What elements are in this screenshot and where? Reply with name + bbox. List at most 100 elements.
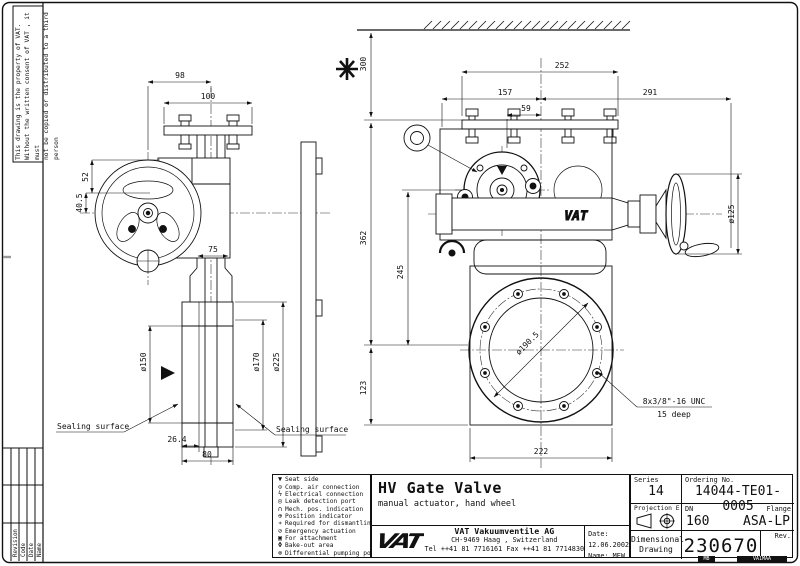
series-label: Series <box>634 476 659 484</box>
ring-callout <box>403 124 478 173</box>
date-row: Date: 12.06.2002 <box>588 529 629 551</box>
front-side-plate <box>300 141 323 457</box>
legend-item: ⊕Position indicator <box>275 511 370 520</box>
company-row: VAT VAT Vakuumventile AG CH-9469 Haag , … <box>372 525 629 560</box>
doc-number-cell: 230670 <box>682 531 761 559</box>
side-dimensions <box>364 32 742 462</box>
rev-label: Rev. <box>774 532 791 540</box>
front-top-flange <box>163 114 253 150</box>
legend-item: ◎Leak detection port <box>275 497 370 506</box>
side-top-flange <box>461 108 619 144</box>
ordering-value: 14044-TE01-0005 <box>694 484 782 514</box>
copyright-line-3: not be copied or distributed to a third … <box>43 12 60 160</box>
drawing-subtitle: manual actuator, hand wheel <box>378 499 517 509</box>
copyright-note: This drawing is the property of VAT. Wit… <box>13 6 60 162</box>
dim-362: 362 <box>359 231 368 246</box>
footer-tab-2: VA1MAA <box>737 556 787 563</box>
attachment-icon: ▣ <box>277 533 283 542</box>
comp-air-icon: ⊙ <box>277 482 283 491</box>
emergency-actuation-icon: ⊘ <box>277 526 283 535</box>
name-label: Name: <box>588 552 609 560</box>
dn-value: 160 <box>686 514 710 529</box>
thread-depth: 15 deep <box>657 410 691 419</box>
dim-75: 75 <box>208 245 218 254</box>
legend-label: Seat side <box>285 476 319 484</box>
dim-190-5: ø190.5 <box>514 330 541 357</box>
vat-logo: VAT <box>372 526 424 557</box>
legend-item: ⊘Emergency actuation <box>275 526 370 535</box>
arm-vat-logo: VAT <box>564 209 589 224</box>
copyright-line-2: Without the written consent of VAT , it … <box>24 12 41 160</box>
dim-100: 100 <box>201 92 216 101</box>
vat-logo-text: VAT <box>372 529 424 554</box>
legend-item: ⊗Differential pumping port <box>275 548 371 557</box>
legend-item: ⊙Comp. air connection <box>275 482 370 491</box>
thread-note: 8x3/8"-16 UNC <box>643 397 706 406</box>
seat-side-icon: ▼ <box>277 475 283 484</box>
front-body-tube <box>181 301 234 458</box>
diff-pumping-icon: ⊗ <box>277 548 283 557</box>
leak-detection-icon: ◎ <box>277 497 283 506</box>
series-value: 14 <box>648 484 664 499</box>
legend-label: Differential pumping port <box>285 549 371 557</box>
dim-245: 245 <box>396 265 405 280</box>
ordering-label: Ordering No. <box>685 476 735 484</box>
dim-170: ø170 <box>252 352 261 371</box>
mech-pos-indication-symbol <box>438 239 466 257</box>
dn-flange-cell: DN 160 Flange ASA-LP <box>682 504 794 531</box>
series-cell: Series 14 <box>631 475 682 504</box>
dim-225: ø225 <box>272 352 281 371</box>
legend-label: Bake-out area <box>285 542 334 550</box>
legend-label: Mech. pos. indication <box>285 505 364 513</box>
doc-type-line2: Drawing <box>639 545 673 554</box>
dim-40-5: 40.5 <box>75 193 84 212</box>
legend-label: For attachment <box>285 534 338 542</box>
actuator-arm <box>435 188 667 240</box>
front-view: 98 100 52 40.5 75 ø150 ø170 ø225 26.4 80… <box>56 71 348 465</box>
mounting-reference-hatch <box>357 20 631 31</box>
flange-value: ASA-LP <box>743 514 790 529</box>
seat-side-marker <box>161 366 175 380</box>
footer-tab-1: MB <box>698 556 715 563</box>
rev-cell: Rev. <box>761 531 794 559</box>
legend-label: Electrical connection <box>285 490 364 498</box>
front-dim-labels: 98 100 52 40.5 75 ø150 ø170 ø225 26.4 80… <box>57 71 348 459</box>
side-view: VAT <box>336 20 742 468</box>
dim-125: ø125 <box>727 204 736 223</box>
dim-252: 252 <box>555 61 570 70</box>
date-label: Date: <box>588 530 609 538</box>
name-column-label: Name <box>37 543 43 557</box>
dim-98: 98 <box>175 71 185 80</box>
mech-pos-icon: ∩ <box>277 504 283 513</box>
ordering-cell: Ordering No. 14044-TE01-0005 <box>682 475 794 514</box>
title-block: HV Gate Valve manual actuator, hand whee… <box>371 474 630 560</box>
legend-item: ▼Seat side <box>275 475 370 484</box>
projection-symbol <box>636 513 675 529</box>
dim-59: 59 <box>521 104 531 113</box>
doc-type-line1: Dimensional <box>631 535 684 544</box>
dim-157: 157 <box>498 88 513 97</box>
name-value: MEW <box>612 552 625 560</box>
copyright-line-1: This drawing is the property of VAT. <box>15 23 22 160</box>
date-name-cell: Date: 12.06.2002 Name: MEW <box>584 526 629 560</box>
dim-26-4: 26.4 <box>167 435 186 444</box>
sealing-surface-left-label: Sealing surface <box>57 422 129 431</box>
company-name: VAT Vakuumventile AG <box>454 526 555 536</box>
side-bottom-flange <box>468 277 614 423</box>
dim-300: 300 <box>359 57 368 72</box>
code-column-label: Code <box>21 543 27 557</box>
dismantling-icon: ∗ <box>277 519 283 528</box>
legend-item: ▣For attachment <box>275 533 370 542</box>
dim-80: 80 <box>202 450 212 459</box>
electrical-icon: ϟ <box>277 489 283 498</box>
doc-type-cell: Dimensional Drawing <box>631 531 684 559</box>
legend-label: Emergency actuation <box>285 527 356 535</box>
position-indicator-icon: ⊕ <box>277 511 283 520</box>
company-address: CH-9469 Haag , Switzerland <box>451 536 558 544</box>
legend-label: Comp. air connection <box>285 483 360 491</box>
